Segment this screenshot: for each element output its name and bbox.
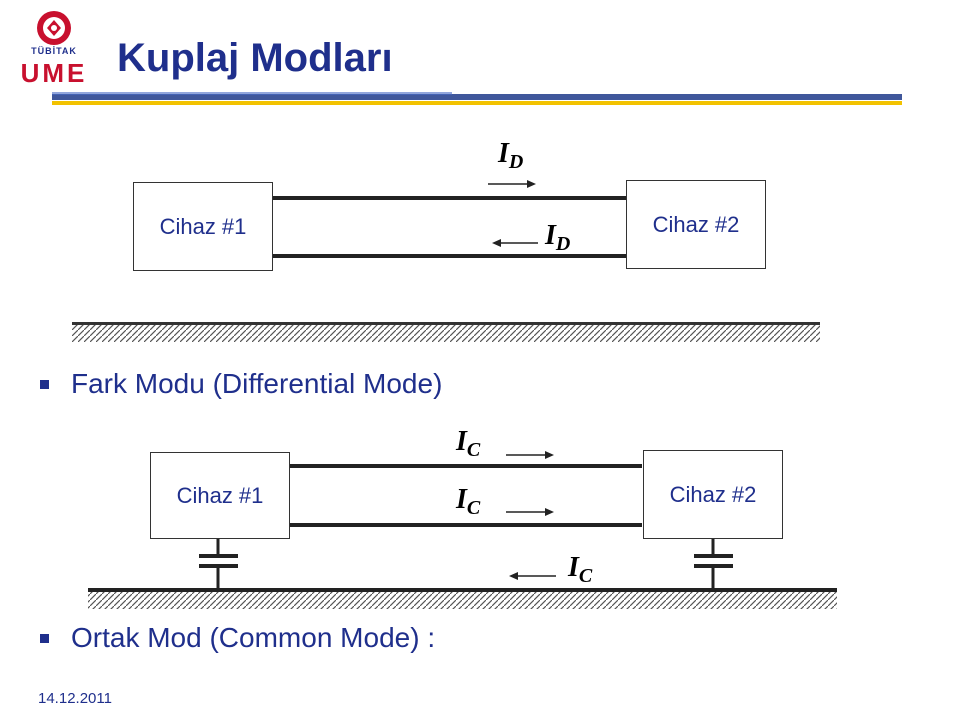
diff-device-2-box: Cihaz #2	[626, 180, 766, 269]
bullet-differential-text: Fark Modu (Differential Mode)	[71, 368, 443, 399]
tubitak-ume-logo	[18, 8, 90, 88]
bullet-differential: Fark Modu (Differential Mode)	[40, 368, 442, 400]
page-title: Kuplaj Modları	[117, 36, 393, 80]
capacitor-left-icon	[199, 538, 238, 590]
common-ground-hatch	[88, 592, 837, 609]
logo-emblem-icon	[37, 11, 71, 45]
logo-name-text: UME	[20, 58, 88, 88]
diff-arrow-right-icon	[488, 180, 536, 188]
common-current-label-middle: IC	[456, 484, 481, 519]
common-current-label-top: IC	[456, 426, 481, 461]
diff-ground-line	[72, 322, 820, 325]
common-device-2-label: Cihaz #2	[669, 481, 757, 507]
footer-date: 14.12.2011	[38, 690, 112, 707]
diff-current-label-top: ID	[498, 138, 524, 173]
common-current-label-ground: IC	[568, 552, 593, 587]
logo-org-text: TÜBİTAK	[31, 46, 77, 56]
bullet-common: Ortak Mod (Common Mode) :	[40, 622, 435, 654]
bullet-common-text: Ortak Mod (Common Mode) :	[71, 622, 436, 653]
diff-current-label-bottom: ID	[545, 220, 571, 255]
common-device-1-box: Cihaz #1	[150, 452, 290, 539]
diff-ground-hatch	[72, 325, 820, 342]
diff-device-1-box: Cihaz #1	[133, 182, 273, 271]
diff-device-2-label: Cihaz #2	[652, 211, 740, 237]
capacitor-right-icon	[694, 538, 733, 590]
common-arrow-middle-icon	[506, 508, 554, 516]
common-ground-line	[88, 588, 837, 592]
bullet-square-icon	[40, 633, 49, 643]
diff-device-1-label: Cihaz #1	[159, 213, 247, 239]
common-device-1-label: Cihaz #1	[176, 482, 264, 508]
bullet-square-icon	[40, 379, 49, 389]
common-device-2-box: Cihaz #2	[643, 450, 783, 539]
common-arrow-ground-icon	[509, 572, 556, 580]
common-arrow-top-icon	[506, 451, 554, 459]
diff-arrow-left-icon	[492, 239, 538, 247]
title-rule	[52, 92, 902, 105]
